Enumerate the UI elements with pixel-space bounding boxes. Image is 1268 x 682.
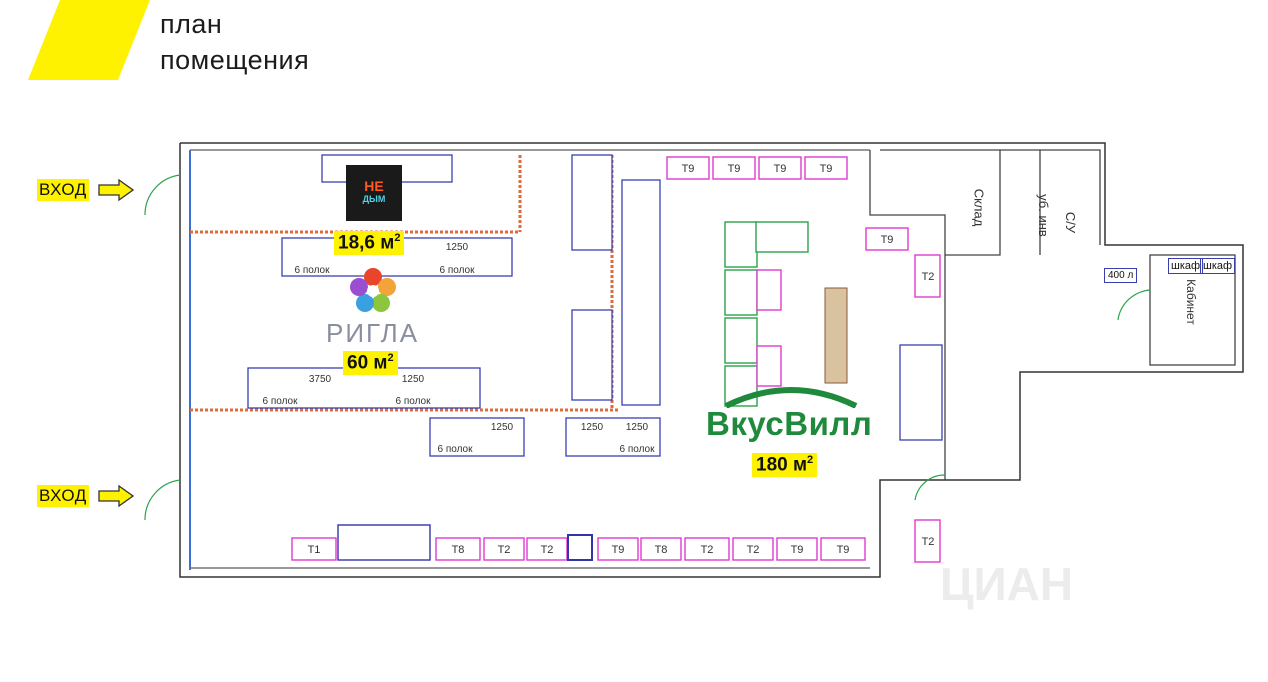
rigla-logo <box>343 265 403 315</box>
vkusvill-logo: ВкусВилл <box>706 380 876 442</box>
area-unit-sup: 2 <box>394 232 401 244</box>
volume-label: 400 л <box>1104 268 1138 283</box>
shelf-size: 1250 <box>581 422 604 433</box>
area-label-vkusvill: 180 м2 <box>752 453 818 478</box>
shelf-count: 6 полок <box>263 396 299 407</box>
shelf-count: 6 полок <box>396 396 432 407</box>
shelf-label-t2: Т2 <box>541 544 554 556</box>
title-line-2: помещения <box>160 45 310 75</box>
shelf-label-t2: Т2 <box>922 536 935 548</box>
room-label-kabinet: Кабинет <box>1183 279 1198 325</box>
bottom-shelf-row <box>291 524 866 561</box>
area-label-nedym: 18,6 м2 <box>334 231 405 256</box>
area-value: 60 м <box>347 352 388 374</box>
shkaf-label: шкаф <box>1168 258 1204 274</box>
area-value: 18,6 м <box>338 232 395 254</box>
outer-wall <box>179 142 1244 578</box>
arrow-right-icon <box>98 178 134 202</box>
shelf-size: 1250 <box>446 242 469 253</box>
entrance-top: ВХОД <box>37 178 135 202</box>
vkusvill-arc-icon <box>724 387 858 409</box>
entrance-label: ВХОД <box>37 485 89 507</box>
arrow-right-icon <box>98 484 134 508</box>
rigla-flower-icon <box>350 268 396 312</box>
shelf-label-t9: Т9 <box>791 544 804 556</box>
area-value: 180 м <box>756 454 808 476</box>
room-label-ub-inv: уб. инв <box>1035 194 1051 237</box>
shelf-label-t2: Т2 <box>747 544 760 556</box>
room-label-sklad: Склад <box>971 188 987 227</box>
vkusvill-wordmark: ВкусВилл <box>706 405 873 442</box>
island-shelves <box>724 221 809 407</box>
shelf-label-t9: Т9 <box>612 544 625 556</box>
area-unit-sup: 2 <box>387 352 394 364</box>
shelf-count: 6 полок <box>440 265 476 276</box>
entrance-bottom: ВХОД <box>37 484 135 508</box>
shelf-size: 1250 <box>491 422 514 433</box>
shelf-label-t9: Т9 <box>820 163 833 175</box>
watermark: ЦИАН <box>940 558 1073 610</box>
shelf-label-t9: Т9 <box>837 544 850 556</box>
page-title: план помещения <box>160 6 309 78</box>
room-label-su: С/У <box>1063 211 1079 234</box>
top-shelf-row <box>666 156 941 563</box>
shelf-label-t2: Т2 <box>922 271 935 283</box>
shelf-units-blue <box>247 154 943 457</box>
shelf-size: 1250 <box>402 374 425 385</box>
shelf-count: 6 полок <box>620 444 656 455</box>
header-accent-shape <box>28 0 150 80</box>
shelf-label-t2: Т2 <box>498 544 511 556</box>
shkaf-label: шкаф <box>1200 258 1236 274</box>
nedym-logo-line2: ДЫМ <box>362 194 386 204</box>
area-unit-sup: 2 <box>807 454 814 466</box>
shelf-count: 6 полок <box>295 265 331 276</box>
shelf-label-t9: Т9 <box>728 163 741 175</box>
rigla-wordmark: РИГЛА <box>326 318 420 348</box>
shelf-label-t8: Т8 <box>655 544 668 556</box>
shelf-label-t9: Т9 <box>682 163 695 175</box>
shelf-count: 6 полок <box>438 444 474 455</box>
entrance-label: ВХОД <box>37 179 89 201</box>
title-line-1: план <box>160 9 223 39</box>
nedym-logo: НЕ ДЫМ <box>346 165 402 221</box>
shelf-label-t1: Т1 <box>308 544 321 556</box>
shelf-label-t9: Т9 <box>881 234 894 246</box>
shelf-label-t2: Т2 <box>701 544 714 556</box>
shelf-size: 1250 <box>626 422 649 433</box>
shelf-label-t8: Т8 <box>452 544 465 556</box>
nedym-logo-line1: НЕ <box>364 178 384 194</box>
shelf-size: 3750 <box>309 374 332 385</box>
shelf-label-t9: Т9 <box>774 163 787 175</box>
area-label-rigla: 60 м2 <box>343 351 398 376</box>
